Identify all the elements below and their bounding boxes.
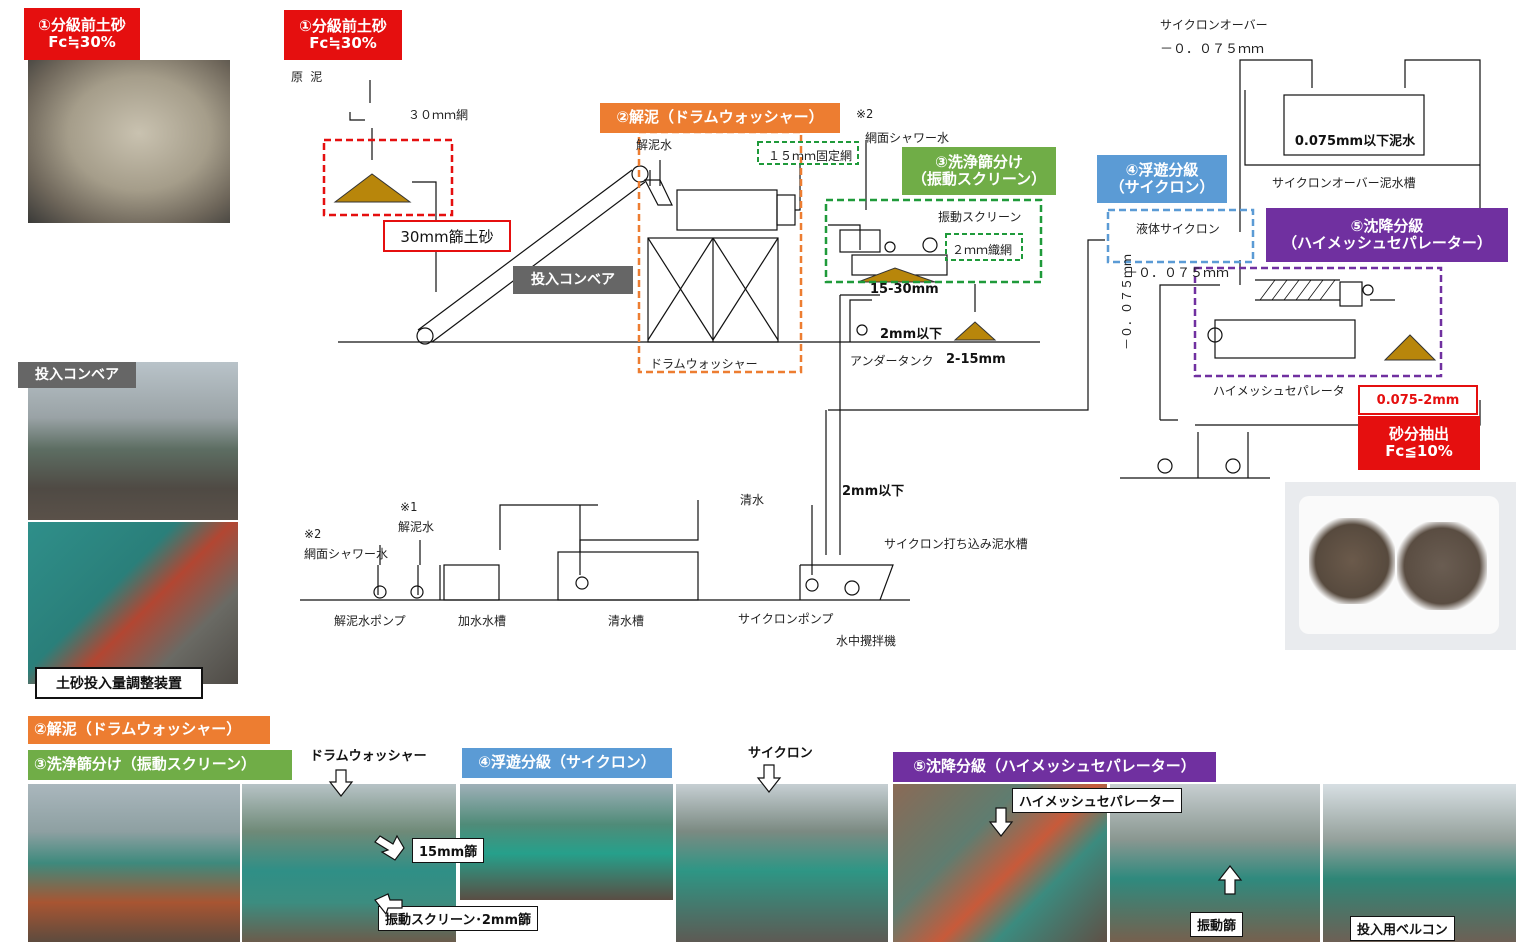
fresh-water-tank-label: 清水槽 [608,612,644,629]
deslurry-water-label: 解泥水 [636,136,672,153]
photo-drum-1 [28,784,240,942]
screen-tag: ③洗浄篩分け （振動スクリーン） [902,147,1056,195]
under-tank-label: アンダータンク [850,352,934,369]
fixed-mesh-label: １５ｍｍ固定網 [768,147,852,164]
cyclone-pump-label: サイクロンポンプ [738,610,833,627]
add-water-tank-label: 加水水槽 [458,612,506,629]
below-2mm-label-2: 2mm以下 [842,480,904,499]
over-tank-label: サイクロンオーバー泥水槽 [1272,174,1416,191]
photo-drum-tag: ②解泥（ドラムウォッシャー） [28,716,270,744]
photo-cyclone-2 [676,784,888,942]
cyclone-over-label: サイクロンオーバー [1160,16,1268,33]
range-0075-2-text: 0.075-2mm [1377,393,1460,408]
mesh2-label: ２ｍｍ織網 [952,241,1012,258]
photo-cyclone-tag-text: ④浮遊分級（サイクロン） [478,754,655,771]
liquid-cyclone-label: 液体サイクロン [1136,220,1220,237]
sand-extract-tag: 砂分抽出 Fc≦10% [1358,416,1480,470]
pre-sand-tag-line2: Fc≒30% [48,34,116,51]
photo-cyclone-tag: ④浮遊分級（サイクロン） [462,748,672,778]
cyclone-tag-line1: ④浮遊分級 [1126,162,1199,179]
mesh-shower-label: 網面シャワー水 [865,129,949,146]
screen-tag-line2: （振動スクリーン） [912,171,1046,188]
conveyor-photo-tag: 投入コンベア [18,362,136,388]
photo-hymesh-text: ハイメッシュセパレーター [1019,795,1175,810]
raw-mud-label: 原 泥 [291,68,322,85]
conveyor-tag-text: 投入コンベア [531,272,615,288]
underwater-mixer-label: 水中攪拌機 [836,632,896,649]
photo-cyclone-1 [460,784,673,900]
sand-extract-line1: 砂分抽出 [1389,426,1449,443]
feed-adjust-label-text: 土砂投入量調整装置 [56,673,182,693]
vib-screen-label: 振動スクリーン [938,208,1021,225]
conveyor-tag: 投入コンベア [513,266,633,294]
sand-pile-30mm [335,174,410,202]
minus-0075-vertical-text: －０．０７５ｍｍ [1120,254,1134,350]
conveyor-photo-tag-label: 投入コンベア [35,367,119,383]
mud-water-text: 0.075mm以下泥水 [1295,130,1415,149]
photo-drum-washer-label: ドラムウォッシャー [310,745,427,764]
below-2mm-label: 2mm以下 [880,323,942,342]
photo-mesh15-text: 15mm篩 [419,845,477,860]
photo-screen-tag-text: ③洗浄篩分け（振動スクリーン） [34,756,256,773]
photo-vib-2mm-text: 振動スクリーン･2mm篩 [385,913,531,928]
separator-tag-line1: ⑤沈降分級 [1351,218,1424,235]
mesh-shower-label-2: 網面シャワー水 [304,545,388,562]
fresh-water-label: 清水 [740,491,764,508]
separator-tag: ⑤沈降分級 （ハイメッシュセパレーター） [1266,208,1508,262]
photo-hymesh-callout: ハイメッシュセパレーター [1012,788,1182,813]
mesh30-label: ３０ｍｍ網 [408,106,468,123]
feed-adjust-photo [28,522,238,684]
sieve-dashed-box [324,140,452,215]
deslurry-pump-label: 解泥水ポンプ [334,612,406,629]
sand-pile-2-15 [955,322,995,340]
sand-tray-photo [1285,482,1516,650]
sieve30-text: 30mm篩土砂 [400,226,493,247]
photo-vib-2mm-callout: 振動スクリーン･2mm篩 [378,906,538,931]
photo-vib-sieve-callout: 振動篩 [1190,912,1243,937]
photo-mesh15-callout: 15mm篩 [412,838,484,863]
plus-0075-label: ＋０．０７５ｍｍ [1125,262,1229,281]
cyclone-tag-line2: （サイクロン） [1110,179,1215,196]
pre-sand-tag-line1: ①分級前土砂 [38,17,126,34]
pre-sand-diagram-tag: ①分級前土砂 Fc≒30% [284,10,402,60]
photo-drum-tag-text: ②解泥（ドラムウォッシャー） [34,721,241,738]
pre-sand-photo [28,60,230,223]
sand-pile-separator [1385,335,1435,360]
drum-tag-text: ②解泥（ドラムウォッシャー） [616,109,823,126]
pre-sand-diagram-tag-line1: ①分級前土砂 [299,18,387,35]
photo-separator-tag-text: ⑤沈降分級（ハイメッシュセパレーター） [913,758,1195,775]
drum-dashed-box [639,132,801,372]
note1-label: ※1 [400,500,417,514]
note2-label: ※2 [856,107,873,121]
deslurry-water-label-2: 解泥水 [398,518,434,535]
size-2-15-label: 2-15mm [946,352,1006,367]
photo-screen-tag: ③洗浄篩分け（振動スクリーン） [28,750,292,780]
pre-sand-diagram-tag-line2: Fc≒30% [309,35,377,52]
feed-adjust-label: 土砂投入量調整装置 [35,667,203,699]
drum-tag: ②解泥（ドラムウォッシャー） [600,103,840,133]
hymesh-sep-label: ハイメッシュセパレータ [1213,382,1345,399]
drum-washer-label: ドラムウォッシャー [650,355,758,372]
photo-feed-belt-callout: 投入用ベルコン [1350,916,1455,941]
minus-0075-vertical-label: －０．０７５ｍｍ [1118,254,1135,350]
screen-tag-line1: ③洗浄篩分け [935,154,1023,171]
minus-0075-label: －０．０７５ｍｍ [1160,38,1264,57]
cyclone-tag: ④浮遊分級 （サイクロン） [1097,155,1227,203]
photo-vib-sieve-text: 振動篩 [1197,919,1236,934]
photo-feed-belt-text: 投入用ベルコン [1357,923,1448,938]
pre-sand-tag: ①分級前土砂 Fc≒30% [24,8,140,60]
photo-separator-tag: ⑤沈降分級（ハイメッシュセパレーター） [893,752,1216,782]
cyclone-feed-tank-label: サイクロン打ち込み泥水槽 [884,535,1028,552]
sand-extract-line2: Fc≦10% [1385,443,1453,460]
sieve30-box: 30mm篩土砂 [383,220,511,252]
note2b-label: ※2 [304,527,321,541]
mud-water-box: 0.075mm以下泥水 [1290,126,1420,152]
separator-tag-line2: （ハイメッシュセパレーター） [1282,235,1492,252]
range-0075-2-box: 0.075-2mm [1358,385,1478,415]
photo-cyclone-label: サイクロン [748,742,813,761]
size-15-30-label: 15-30mm [870,282,939,297]
